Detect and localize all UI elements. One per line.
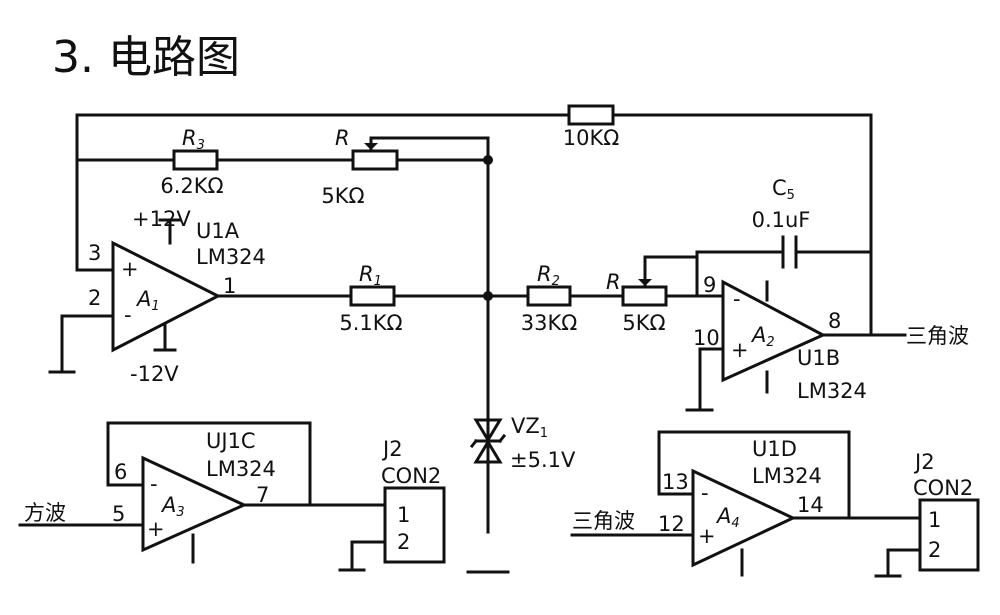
a1-vpos: +12V	[132, 207, 191, 231]
page-title: 3. 电路图	[52, 32, 240, 83]
a2-pin-out: 8	[828, 309, 841, 333]
a4-part: LM324	[752, 464, 822, 488]
triangle-wave-output-label: 三角波	[906, 324, 969, 348]
j2-right-part: CON2	[913, 476, 973, 500]
j2-right-pin2: 2	[928, 538, 941, 562]
a2-part: LM324	[797, 379, 867, 403]
resistor-10k	[567, 104, 615, 126]
opamp-a1	[111, 240, 222, 353]
c5-value: 0.1uF	[752, 208, 811, 232]
wiper-arrow-icon	[364, 143, 378, 150]
resistor-r3	[172, 149, 219, 171]
j2-left-pin1: 1	[397, 503, 410, 527]
a3-pin-out: 7	[256, 483, 269, 507]
triangle-wave-input-label: 三角波	[572, 509, 635, 533]
wires	[18, 113, 922, 578]
a1-pin-plus: 3	[88, 241, 101, 265]
a2-label: A2	[750, 323, 775, 350]
opamp-a2	[721, 279, 827, 383]
a4-ref: U1D	[752, 437, 797, 461]
a2-pin-minus: 9	[703, 273, 716, 297]
j2-left-part: CON2	[381, 464, 441, 488]
a3-minus-sign: -	[150, 472, 158, 496]
connector-j2-right	[918, 498, 980, 572]
a3-plus-sign: +	[147, 517, 165, 541]
potentiometer-2	[621, 285, 668, 307]
a4-plus-sign: +	[698, 524, 716, 548]
j2-left-ref: J2	[381, 437, 403, 461]
a3-ref: UJ1C	[206, 429, 256, 453]
a1-ref: U1A	[196, 219, 240, 243]
junction-dot	[483, 291, 493, 301]
a2-plus-sign: +	[731, 338, 749, 362]
pot1-label: R	[335, 126, 350, 150]
connector-j2-left	[383, 486, 446, 564]
r3-value: 6.2KΩ	[160, 174, 223, 198]
a1-pin-minus: 2	[88, 286, 101, 310]
pot1-value: 5KΩ	[321, 184, 364, 208]
j2-left-pin2: 2	[397, 530, 410, 554]
r2-label: R2	[537, 262, 560, 289]
junction-dot	[483, 155, 493, 165]
wiper-arrow-icon	[638, 279, 652, 286]
a1-part: LM324	[196, 245, 266, 269]
opamp-a4	[691, 468, 797, 568]
pot2-label: R	[606, 270, 621, 294]
a1-label: A1	[135, 287, 160, 314]
a3-part: LM324	[206, 457, 276, 481]
a4-minus-sign: -	[701, 481, 709, 505]
a1-minus-sign: -	[124, 303, 132, 327]
a2-minus-sign: -	[733, 287, 741, 311]
resistor-10k-value: 10KΩ	[563, 126, 620, 150]
j2-right-pin1: 1	[928, 508, 941, 532]
resistor-r2	[526, 285, 572, 307]
a1-pin-out: 1	[223, 274, 236, 298]
c5-label: C5	[772, 176, 795, 203]
j2-right-ref: J2	[913, 450, 935, 474]
vz1-value: ±5.1V	[510, 448, 576, 472]
r1-label: R1	[359, 262, 382, 289]
a4-pin-minus: 13	[662, 470, 689, 494]
a2-pin-plus: 10	[693, 326, 720, 350]
square-wave-input-label: 方波	[24, 501, 66, 525]
r3-label: R3	[182, 126, 205, 153]
a2-ref: U1B	[797, 346, 840, 370]
a4-pin-out: 14	[797, 493, 824, 517]
pot2-value: 5KΩ	[622, 311, 665, 335]
a4-label: A4	[715, 504, 740, 531]
a1-plus-sign: +	[121, 257, 139, 281]
vz1-label: VZ1	[511, 414, 548, 441]
r1-value: 5.1KΩ	[339, 311, 402, 335]
resistor-r1	[349, 285, 396, 307]
a3-pin-plus: 5	[112, 502, 125, 526]
opamp-a3	[141, 455, 248, 553]
a4-pin-plus: 12	[658, 512, 685, 536]
r2-value: 33KΩ	[521, 311, 578, 335]
potentiometer-1	[351, 149, 399, 171]
a3-label: A3	[160, 493, 185, 520]
zener-diode-icon	[469, 418, 507, 464]
a3-pin-minus: 6	[114, 460, 127, 484]
a1-vneg: -12V	[130, 362, 179, 386]
